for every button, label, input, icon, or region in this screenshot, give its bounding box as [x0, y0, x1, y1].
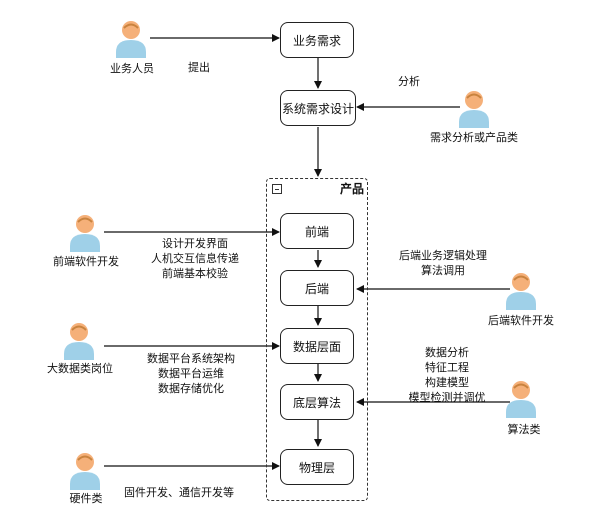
node-base-algorithm[interactable]: 底层算法: [280, 384, 354, 420]
collapse-toggle[interactable]: [272, 184, 282, 194]
edge-label-backend-tasks: 后端业务逻辑处理 算法调用: [388, 248, 498, 278]
task-line: 设计开发界面: [162, 237, 228, 250]
node-data-layer[interactable]: 数据层面: [280, 328, 354, 364]
edge-label-data-tasks: 数据平台系统架构 数据平台运维 数据存储优化: [136, 351, 246, 396]
task-line: 后端业务逻辑处理: [399, 249, 487, 262]
edge-label-analyze: 分析: [398, 75, 420, 88]
node-system-design[interactable]: 系统需求设计: [280, 90, 356, 126]
task-line: 特征工程: [425, 361, 469, 374]
task-line: 前端基本校验: [162, 267, 228, 280]
node-backend[interactable]: 后端: [280, 270, 354, 306]
task-line: 数据平台运维: [158, 367, 224, 380]
actor-label-frontend-dev: 前端软件开发: [53, 255, 119, 268]
task-line: 数据分析: [425, 346, 469, 359]
node-frontend[interactable]: 前端: [280, 213, 354, 249]
actor-label-backend-dev: 后端软件开发: [488, 314, 554, 327]
node-physical-layer[interactable]: 物理层: [280, 449, 354, 485]
task-line: 算法调用: [421, 264, 465, 277]
node-business-requirement[interactable]: 业务需求: [280, 22, 354, 58]
actor-label-algorithm: 算法类: [507, 423, 541, 436]
actor-label-hardware: 硬件类: [69, 492, 103, 505]
person-icon: [70, 215, 100, 252]
actor-label-business-staff: 业务人员: [110, 62, 154, 75]
group-title: 产品: [339, 182, 364, 196]
product-group: [266, 178, 368, 501]
person-icon: [64, 323, 94, 360]
person-icon: [506, 273, 536, 310]
task-line: 构建模型: [425, 376, 469, 389]
task-line: 人机交互信息传递: [151, 252, 239, 265]
edge-label-hardware-tasks: 固件开发、通信开发等: [124, 486, 234, 499]
person-icon: [459, 91, 489, 128]
edge-label-algo-tasks: 数据分析 特征工程 构建模型 模型检测并调优: [392, 345, 502, 405]
task-line: 模型检测并调优: [408, 391, 486, 404]
person-icon: [116, 21, 146, 58]
edge-label-propose: 提出: [188, 61, 210, 74]
person-icon: [506, 381, 536, 418]
edge-label-frontend-tasks: 设计开发界面 人机交互信息传递 前端基本校验: [140, 236, 250, 281]
task-line: 数据平台系统架构: [147, 352, 235, 365]
person-icon: [70, 453, 100, 490]
actor-label-analyst: 需求分析或产品类: [430, 131, 518, 144]
actor-label-bigdata: 大数据类岗位: [47, 362, 113, 375]
task-line: 数据存储优化: [158, 382, 224, 395]
